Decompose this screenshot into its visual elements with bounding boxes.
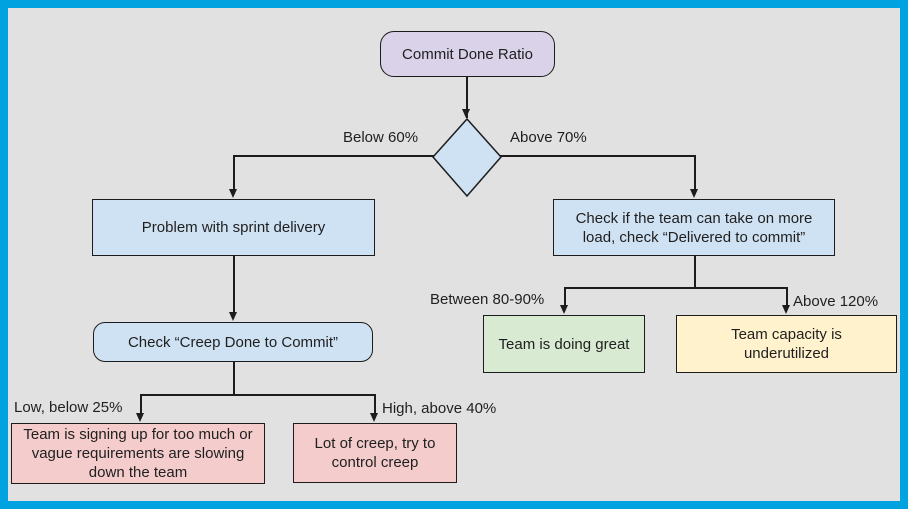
connector-load-split-horizontal <box>564 287 788 289</box>
edge-label-between-80-90: Between 80-90% <box>430 291 545 308</box>
node-doing-great: Team is doing great <box>483 315 645 373</box>
node-capacity-underutilized: Team capacity is underutilized <box>676 315 897 373</box>
node-doing-great-label: Team is doing great <box>498 335 630 353</box>
arrowhead-down-icon <box>462 109 470 118</box>
edge-label-above-70: Above 70% <box>510 129 587 146</box>
arrowhead-down-icon <box>690 189 698 198</box>
connector-creep-split-horizontal <box>140 394 376 396</box>
node-problem-sprint-delivery: Problem with sprint delivery <box>92 199 375 256</box>
connector-decision-left-vertical <box>233 155 235 190</box>
node-commit-done-ratio: Commit Done Ratio <box>380 31 555 77</box>
arrowhead-down-icon <box>560 305 568 314</box>
flowchart-canvas: Commit Done Ratio Below 60% Above 70% Pr… <box>8 8 900 501</box>
connector-creep-low-vertical <box>140 394 142 414</box>
node-check-creep: Check “Creep Done to Commit” <box>93 322 373 362</box>
node-decision-diamond <box>432 118 502 198</box>
edge-label-high-above-40: High, above 40% <box>382 400 497 417</box>
node-commit-done-ratio-label: Commit Done Ratio <box>402 45 533 63</box>
node-check-more-load-label: Check if the team can take on more load,… <box>575 209 813 246</box>
connector-creep-high-vertical <box>374 394 376 414</box>
connector-load-left-vertical <box>564 287 566 306</box>
connector-more-load-stem <box>694 256 696 287</box>
node-check-creep-label: Check “Creep Done to Commit” <box>127 333 339 351</box>
node-problem-sprint-delivery-label: Problem with sprint delivery <box>141 219 326 236</box>
connector-check-creep-stem <box>233 362 235 394</box>
node-signing-up-too-much: Team is signing up for too much or vague… <box>11 423 265 484</box>
arrowhead-down-icon <box>136 413 144 422</box>
edge-label-low-below-25: Low, below 25% <box>14 399 123 416</box>
node-lot-of-creep: Lot of creep, try to control creep <box>293 423 457 483</box>
arrowhead-down-icon <box>370 413 378 422</box>
node-lot-of-creep-label: Lot of creep, try to control creep <box>314 435 436 471</box>
node-check-more-load: Check if the team can take on more load,… <box>553 199 835 256</box>
edge-label-below-60: Below 60% <box>343 129 419 146</box>
connector-decision-left-horizontal <box>233 155 434 157</box>
node-capacity-underutilized-label: Team capacity is underutilized <box>731 326 842 362</box>
arrowhead-down-icon <box>229 312 237 321</box>
edge-label-above-120: Above 120% <box>793 293 879 310</box>
arrowhead-down-icon <box>229 189 237 198</box>
connector-problem-to-check-creep <box>233 256 235 313</box>
connector-decision-right-vertical <box>694 155 696 190</box>
connector-root-to-decision <box>466 77 468 118</box>
node-signing-up-too-much-label: Team is signing up for too much or vague… <box>23 426 253 481</box>
connector-load-right-vertical <box>786 287 788 306</box>
connector-decision-right-horizontal <box>500 155 695 157</box>
arrowhead-down-icon <box>782 305 790 314</box>
